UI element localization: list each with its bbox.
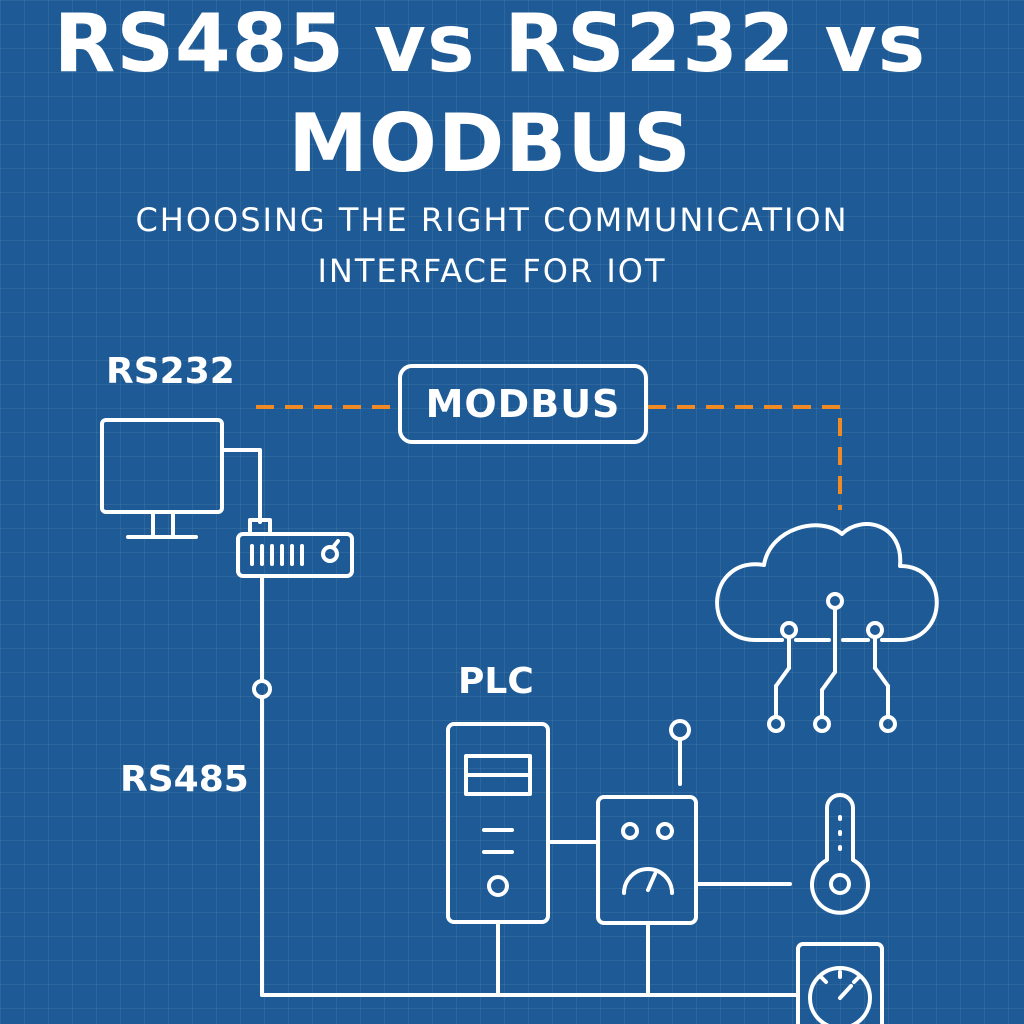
rs485-bus — [252, 574, 800, 997]
meter-gauge-icon — [796, 942, 884, 1024]
plc-icon — [446, 722, 550, 997]
subtitle-line-2: INTERFACE FOR IOT — [317, 252, 667, 290]
thermometer-icon — [810, 793, 870, 915]
modbus-link — [256, 405, 842, 510]
subtitle-line-1: CHOOSING THE RIGHT COMMUNICATION — [135, 201, 849, 239]
modbus-link-right — [648, 405, 842, 510]
plc-label: PLC — [458, 661, 534, 702]
rs485-label: RS485 — [120, 759, 249, 800]
title-line-1: RS485 vs RS232 vs — [53, 0, 927, 90]
computer-monitor-icon — [100, 418, 224, 539]
title-line-2: MODBUS — [288, 97, 692, 190]
sensor-gauge-icon — [596, 719, 698, 997]
modbus-label: MODBUS — [398, 364, 648, 444]
rs232-cable — [220, 448, 262, 524]
serial-converter-icon — [236, 518, 354, 578]
rs232-label: RS232 — [106, 351, 235, 392]
cloud-iot-icon — [715, 522, 939, 733]
